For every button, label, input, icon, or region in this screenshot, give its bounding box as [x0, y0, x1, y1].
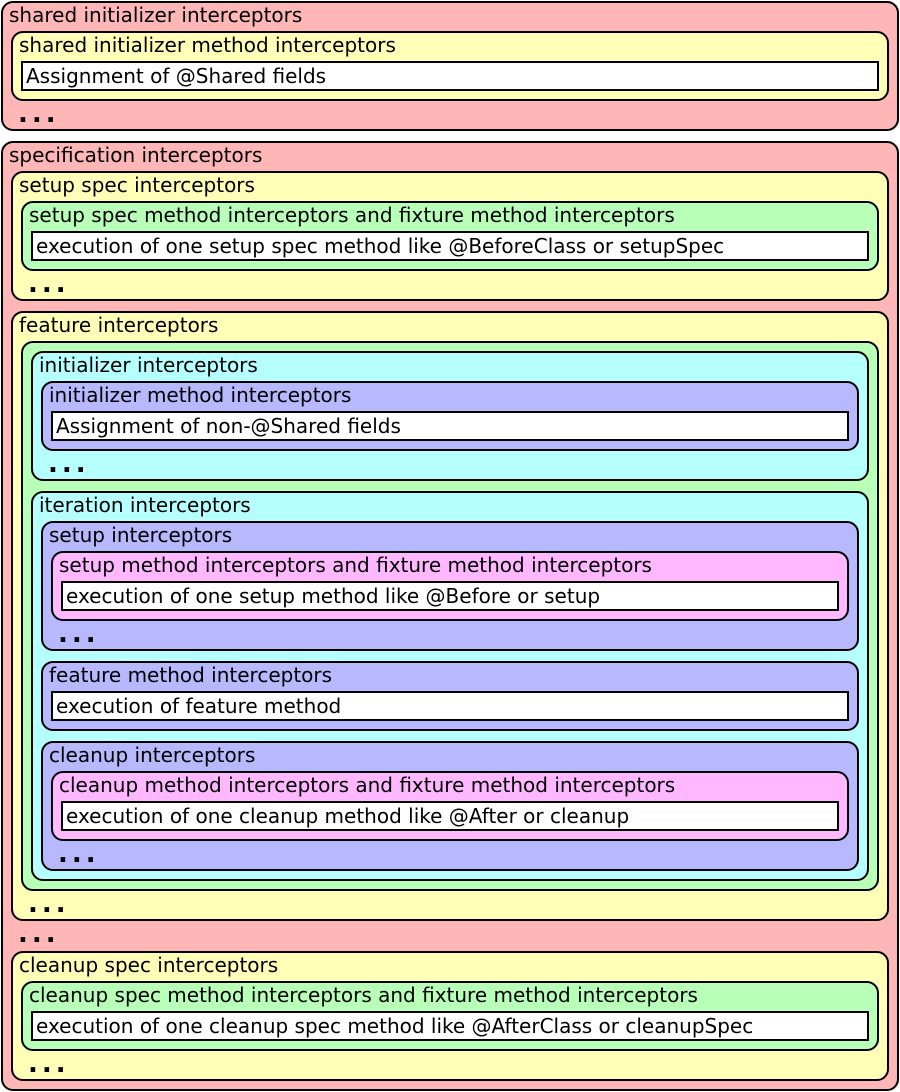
shared-fields-assignment-text: Assignment of @Shared fields: [26, 64, 327, 88]
initializer-ellipsis: ...: [48, 449, 90, 479]
shared-initializer-ellipsis: ...: [18, 99, 60, 129]
setup-spec-execution-text: execution of one setup spec method like …: [36, 234, 725, 258]
setup-ellipsis: ...: [58, 619, 100, 649]
shared-initializer-interceptors-label: shared initializer interceptors: [9, 3, 303, 27]
setup-interceptors-label: setup interceptors: [49, 523, 233, 547]
non-shared-fields-assignment-text: Assignment of non-@Shared fields: [56, 414, 401, 438]
initializer-method-interceptors-label: initializer method interceptors: [49, 383, 352, 407]
cleanup-spec-execution-box: execution of one cleanup spec method lik…: [31, 1011, 869, 1041]
cleanup-spec-interceptors-label: cleanup spec interceptors: [19, 953, 279, 977]
cleanup-spec-method-interceptors-label: cleanup spec method interceptors and fix…: [29, 983, 698, 1007]
feature-ellipsis: ...: [28, 889, 70, 919]
non-shared-fields-assignment-box: Assignment of non-@Shared fields: [51, 411, 849, 441]
cleanup-ellipsis: ...: [58, 839, 100, 869]
cleanup-execution-text: execution of one cleanup method like @Af…: [66, 804, 630, 828]
setup-execution-text: execution of one setup method like @Befo…: [66, 584, 601, 608]
iteration-interceptors-label: iteration interceptors: [39, 493, 251, 517]
setup-spec-interceptors-label: setup spec interceptors: [19, 173, 255, 197]
feature-interceptors-label: feature interceptors: [19, 313, 219, 337]
feature-method-execution-box: execution of feature method: [51, 691, 849, 721]
cleanup-spec-execution-text: execution of one cleanup spec method lik…: [36, 1014, 754, 1038]
feature-method-execution-text: execution of feature method: [56, 694, 342, 718]
specification-ellipsis: ...: [18, 919, 60, 949]
shared-fields-assignment-box: Assignment of @Shared fields: [21, 61, 879, 91]
feature-method-interceptors-label: feature method interceptors: [49, 663, 333, 687]
cleanup-interceptors-label: cleanup interceptors: [49, 743, 256, 767]
setup-spec-ellipsis: ...: [28, 269, 70, 299]
setup-method-interceptors-label: setup method interceptors and fixture me…: [59, 553, 652, 577]
setup-execution-box: execution of one setup method like @Befo…: [61, 581, 839, 611]
cleanup-method-interceptors-label: cleanup method interceptors and fixture …: [59, 773, 676, 797]
initializer-interceptors-label: initializer interceptors: [39, 353, 258, 377]
setup-spec-execution-box: execution of one setup spec method like …: [31, 231, 869, 261]
setup-spec-method-interceptors-label: setup spec method interceptors and fixtu…: [29, 203, 675, 227]
shared-initializer-method-interceptors-label: shared initializer method interceptors: [19, 33, 396, 57]
cleanup-execution-box: execution of one cleanup method like @Af…: [61, 801, 839, 831]
cleanup-spec-ellipsis: ...: [28, 1049, 70, 1079]
specification-interceptors-label: specification interceptors: [9, 143, 263, 167]
